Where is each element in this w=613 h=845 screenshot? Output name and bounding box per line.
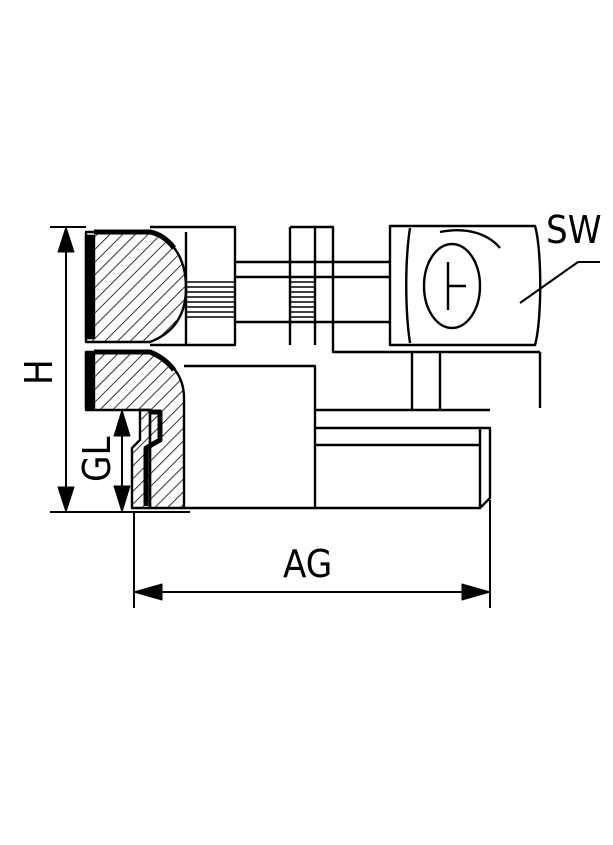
ag-label: AG	[283, 542, 333, 586]
hex-nut-slot	[422, 242, 482, 330]
dome-seal-top	[94, 229, 176, 250]
lower-body-outline	[184, 364, 490, 412]
h-arrow-top	[57, 226, 75, 253]
dome-body	[150, 225, 237, 347]
h-label: H	[17, 359, 61, 385]
ag-arrow-right	[461, 583, 491, 601]
gl-arrow-top	[113, 409, 131, 437]
hex-nut	[388, 224, 542, 347]
sw-leader-line	[519, 261, 579, 304]
h-arrow-bottom	[57, 486, 75, 513]
hex-nut-face	[405, 227, 412, 344]
ag-arrow-left	[133, 583, 163, 601]
sw-label: SW	[546, 208, 602, 252]
middle-flange	[315, 225, 540, 354]
gl-label: GL	[75, 436, 119, 482]
lower-seal-strip	[84, 352, 96, 410]
hex-nut-slot-mark	[446, 262, 466, 310]
dome-seal-strip	[84, 234, 96, 340]
hex-nut-curve	[439, 229, 501, 249]
compression-threads	[186, 281, 315, 318]
lower-body-right	[410, 352, 542, 410]
lower-seal-top	[94, 349, 176, 372]
gl-arrow-bottom	[113, 485, 131, 513]
thread-dark-edge	[143, 409, 163, 506]
dome-cap-section	[84, 230, 188, 344]
male-thread	[315, 426, 492, 510]
middle-pillar	[288, 225, 317, 345]
